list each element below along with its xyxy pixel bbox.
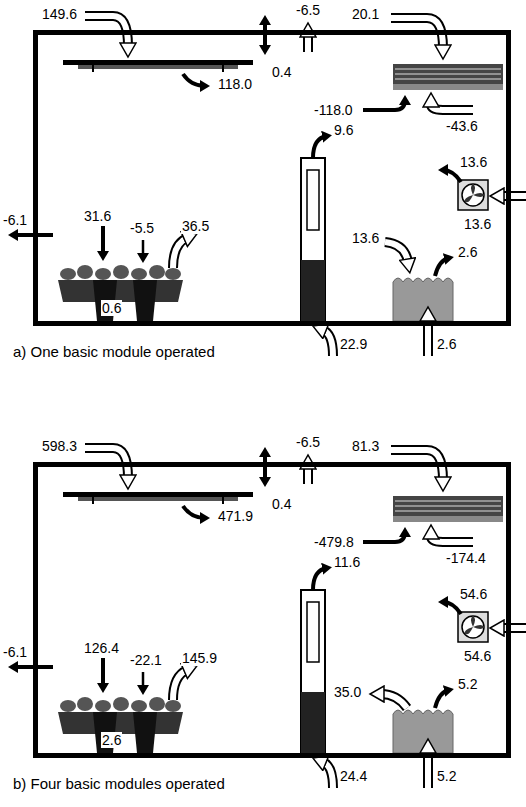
energy-value: 149.6 [41, 6, 78, 22]
room-b-illustration [13, 448, 526, 788]
energy-value: 0.4 [271, 64, 292, 80]
energy-value: 11.6 [333, 554, 361, 570]
energy-value: 20.1 [351, 6, 380, 22]
energy-value: 2.6 [101, 732, 122, 748]
energy-value: 145.9 [181, 650, 218, 666]
energy-value: -6.1 [2, 644, 28, 660]
energy-value: -174.4 [445, 550, 487, 566]
energy-value: 13.6 [351, 230, 380, 246]
room-a-illustration [13, 16, 526, 356]
energy-value: 13.6 [463, 216, 492, 232]
energy-value: 22.9 [339, 336, 368, 352]
panel-caption: a) One basic module operated [13, 343, 215, 360]
energy-value: -22.1 [129, 652, 163, 668]
energy-value: -5.5 [129, 220, 155, 236]
energy-value: 36.5 [181, 218, 210, 234]
energy-value: -6.5 [295, 2, 321, 18]
energy-value: 126.4 [83, 640, 120, 656]
energy-value: 598.3 [41, 438, 78, 454]
energy-value: 24.4 [339, 768, 368, 784]
energy-value: 35.0 [333, 684, 362, 700]
energy-value: -479.8 [313, 534, 355, 550]
energy-value: 9.6 [333, 122, 354, 138]
energy-value: -43.6 [445, 118, 479, 134]
energy-value: 5.2 [457, 676, 478, 692]
energy-value: 81.3 [351, 438, 380, 454]
energy-value: 13.6 [459, 154, 488, 170]
energy-value: 54.6 [459, 586, 488, 602]
panel-caption: b) Four basic modules operated [13, 775, 225, 792]
energy-value: 5.2 [436, 768, 457, 784]
energy-value: 0.4 [271, 496, 292, 512]
energy-value: -118.0 [313, 102, 354, 118]
energy-value: 471.9 [217, 508, 254, 524]
energy-value: 54.6 [463, 648, 492, 664]
energy-value: 31.6 [83, 208, 112, 224]
energy-value: 2.6 [457, 244, 478, 260]
energy-value: 2.6 [436, 336, 457, 352]
energy-value: -6.1 [2, 212, 28, 228]
energy-value: -6.5 [295, 434, 321, 450]
energy-value: 118.0 [217, 76, 253, 92]
energy-value: 0.6 [101, 300, 122, 316]
